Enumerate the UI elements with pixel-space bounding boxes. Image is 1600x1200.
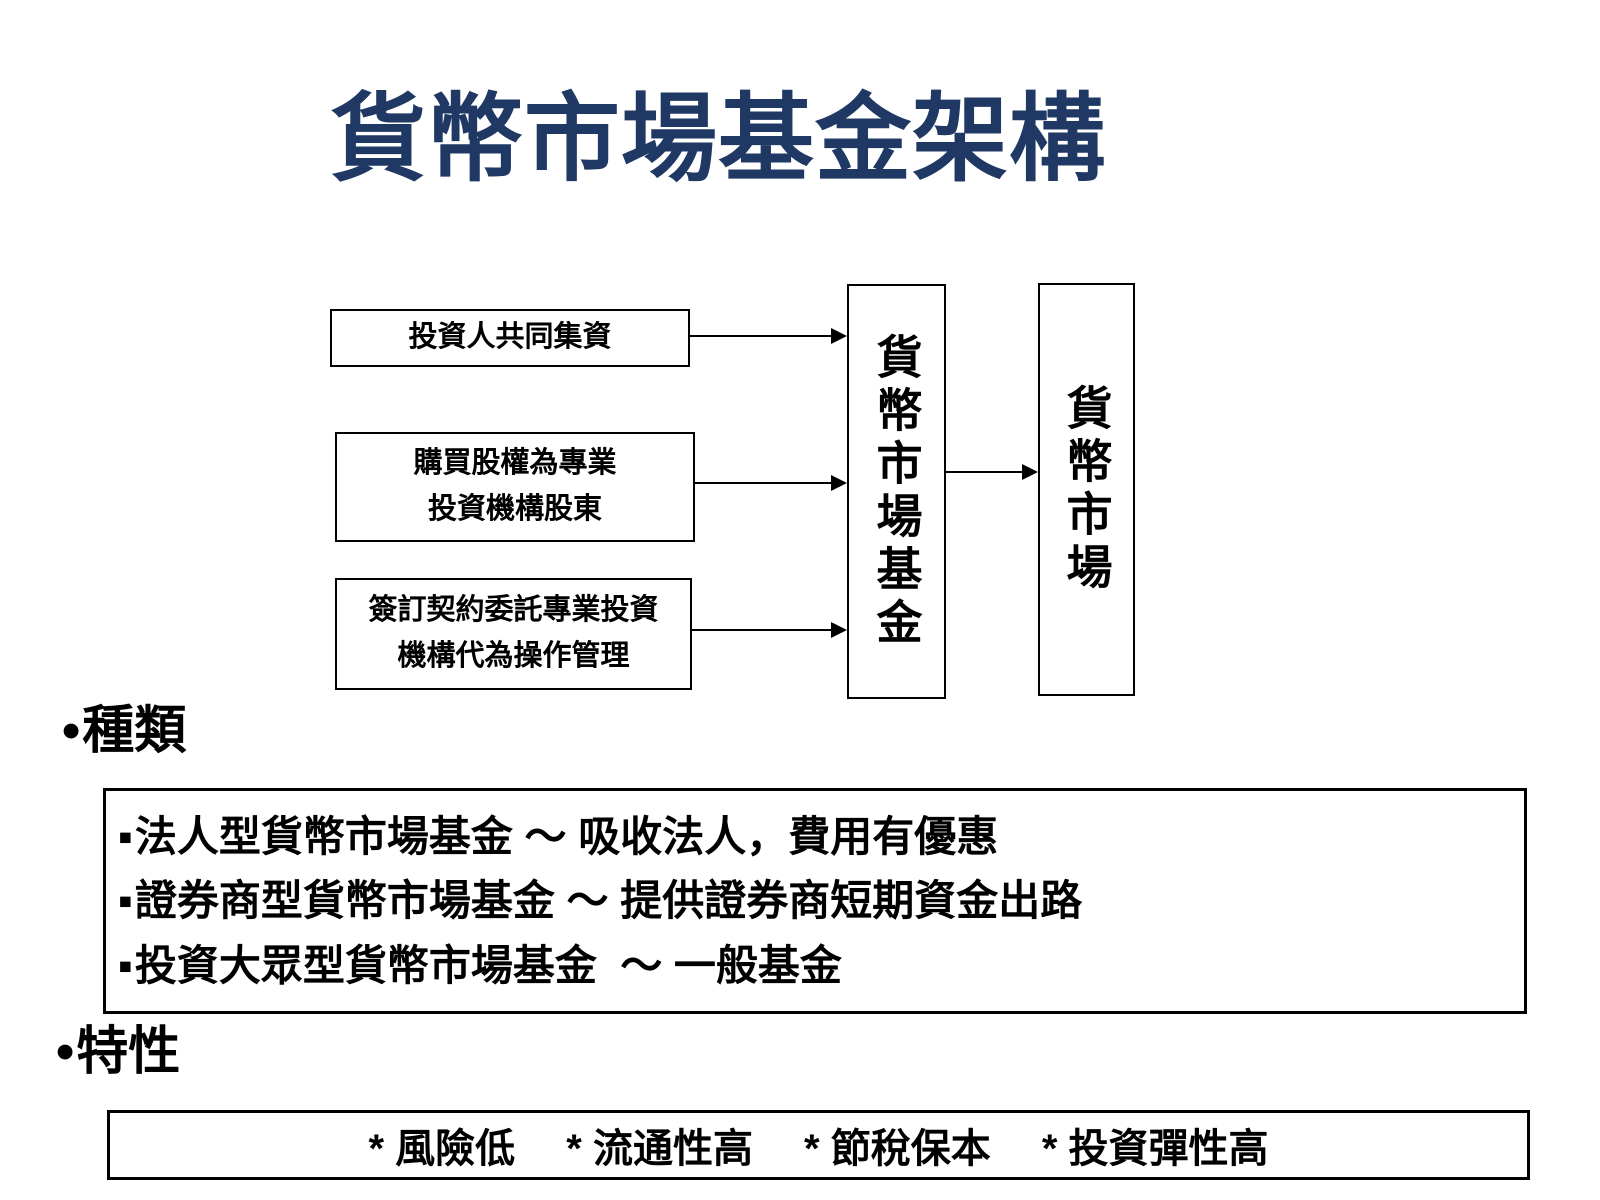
traits-text: * 風險低 * 流通性高 * 節稅保本 * 投資彈性高 <box>368 1127 1269 1171</box>
square-bullet-icon: ▪ <box>118 877 133 924</box>
money-market-fund-box: 貨幣市場基金 <box>847 284 946 699</box>
source-box-shareholders-line2: 投資機構股東 <box>427 493 602 526</box>
kind-item-broker-text: 證券商型貨幣市場基金 ～ 提供證券商短期資金出路 <box>134 877 1083 924</box>
traits-heading: • 特性 <box>56 1026 180 1078</box>
kinds-heading-label: 種類 <box>82 702 187 760</box>
source-box-shareholders-line1: 購買股權為專業 <box>413 447 617 480</box>
source-box-contract-line1: 簽訂契約委託專業投資 <box>368 593 659 626</box>
source-box-contract-line2: 機構代為操作管理 <box>397 640 630 673</box>
source-box-shareholders: 購買股權為專業 投資機構股東 <box>335 432 695 542</box>
traits-box: * 風險低 * 流通性高 * 節稅保本 * 投資彈性高 <box>107 1110 1530 1180</box>
arrow-shaft <box>688 335 833 337</box>
source-box-investors-line: 投資人共同集資 <box>408 321 612 354</box>
kind-item-corporate: ▪ 法人型貨幣市場基金 ～ 吸收法人，費用有優惠 <box>118 812 1524 860</box>
kind-item-broker: ▪ 證券商型貨幣市場基金 ～ 提供證券商短期資金出路 <box>118 880 1524 922</box>
kind-item-public-text: 投資大眾型貨幣市場基金 ～ 一般基金 <box>134 941 842 989</box>
arrow-shaft <box>690 629 833 631</box>
square-bullet-icon: ▪ <box>118 941 133 989</box>
kind-item-corporate-text: 法人型貨幣市場基金 ～ 吸收法人，費用有優惠 <box>134 812 999 860</box>
arrow-head-icon <box>831 475 847 491</box>
source-box-contract: 簽訂契約委託專業投資 機構代為操作管理 <box>335 578 692 690</box>
arrow-fund-to-market-icon <box>946 464 1038 480</box>
arrow-shaft <box>693 482 833 484</box>
arrow-head-icon <box>831 622 847 638</box>
bullet-icon: • <box>56 1023 75 1081</box>
source-box-investors: 投資人共同集資 <box>330 309 690 367</box>
arrow-head-icon <box>1022 464 1038 480</box>
arrow-shareholders-to-fund-icon <box>693 475 847 491</box>
arrow-head-icon <box>831 328 847 344</box>
kinds-heading: • 種類 <box>62 705 186 757</box>
money-market-box: 貨幣市場 <box>1038 283 1135 696</box>
arrow-shaft <box>946 471 1024 473</box>
kinds-box: ▪ 法人型貨幣市場基金 ～ 吸收法人，費用有優惠 ▪ 證券商型貨幣市場基金 ～ … <box>103 788 1527 1014</box>
arrow-contract-to-fund-icon <box>690 622 847 638</box>
kind-item-public: ▪ 投資大眾型貨幣市場基金 ～ 一般基金 <box>118 941 1524 989</box>
arrow-investors-to-fund-icon <box>688 328 847 344</box>
page-title: 貨幣市場基金架構 <box>330 86 1106 193</box>
square-bullet-icon: ▪ <box>118 812 133 860</box>
traits-heading-label: 特性 <box>76 1023 181 1081</box>
bullet-icon: • <box>62 702 81 760</box>
